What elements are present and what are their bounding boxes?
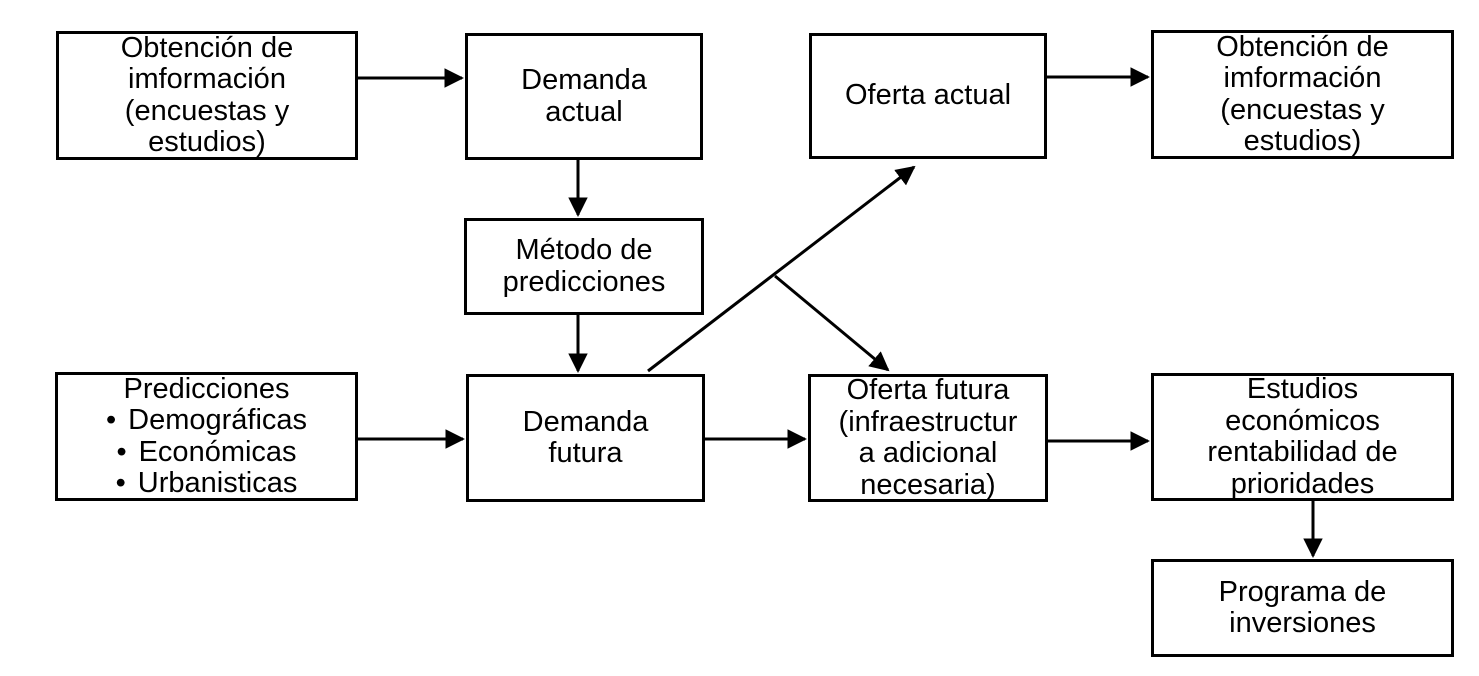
node-demanda-actual: Demanda actual (465, 33, 703, 160)
bullet-icon: • (115, 467, 126, 499)
node-predicciones: Predicciones •Demográficas •Económicas •… (55, 372, 358, 501)
node-obtencion-informacion-right: Obtención de imformación (encuestas y es… (1151, 30, 1454, 159)
node-oferta-futura: Oferta futura (infraestructur a adiciona… (808, 374, 1048, 502)
node-estudios-economicos: Estudios económicos rentabilidad de prio… (1151, 373, 1454, 501)
predicciones-item-demograficas: • Demográficas (105, 404, 308, 437)
node-programa-de-inversiones: Programa de inversiones (1151, 559, 1454, 657)
node-obtencion-informacion-right-label: Obtención de imformación (encuestas y es… (1216, 30, 1389, 157)
node-demanda-futura-label: Demanda futura (522, 405, 649, 469)
node-oferta-futura-label: Oferta futura (infraestructur a adiciona… (838, 374, 1018, 501)
bullet-icon: • (116, 435, 127, 468)
node-metodo-de-predicciones: Método de predicciones (464, 218, 704, 315)
node-oferta-actual: Oferta actual (809, 33, 1047, 159)
predicciones-item-economicas-label: Económicas (138, 435, 297, 468)
predicciones-item-demograficas-label: Demográficas (128, 404, 308, 436)
arrow-fork-to-oferta-futura (774, 274, 890, 372)
bullet-icon: • (105, 404, 117, 436)
node-metodo-de-predicciones-label: Método de predicciones (502, 234, 666, 298)
node-demanda-futura: Demanda futura (466, 374, 705, 502)
predicciones-item-economicas: • Económicas (116, 435, 297, 469)
node-estudios-economicos-label: Estudios económicos rentabilidad de prio… (1207, 373, 1398, 500)
node-oferta-actual-label: Oferta actual (844, 79, 1012, 112)
node-obtencion-informacion-left: Obtención de imformación (encuestas y es… (56, 31, 358, 160)
node-obtencion-informacion-left-label: Obtención de imformación (encuestas y es… (120, 31, 294, 158)
node-demanda-actual-label: Demanda actual (521, 64, 647, 128)
predicciones-item-urbanisticas-label: Urbanisticas (137, 467, 298, 499)
node-predicciones-title: Predicciones (123, 372, 290, 405)
node-programa-de-inversiones-label: Programa de inversiones (1218, 575, 1387, 639)
predicciones-item-urbanisticas: • Urbanisticas (115, 467, 298, 500)
